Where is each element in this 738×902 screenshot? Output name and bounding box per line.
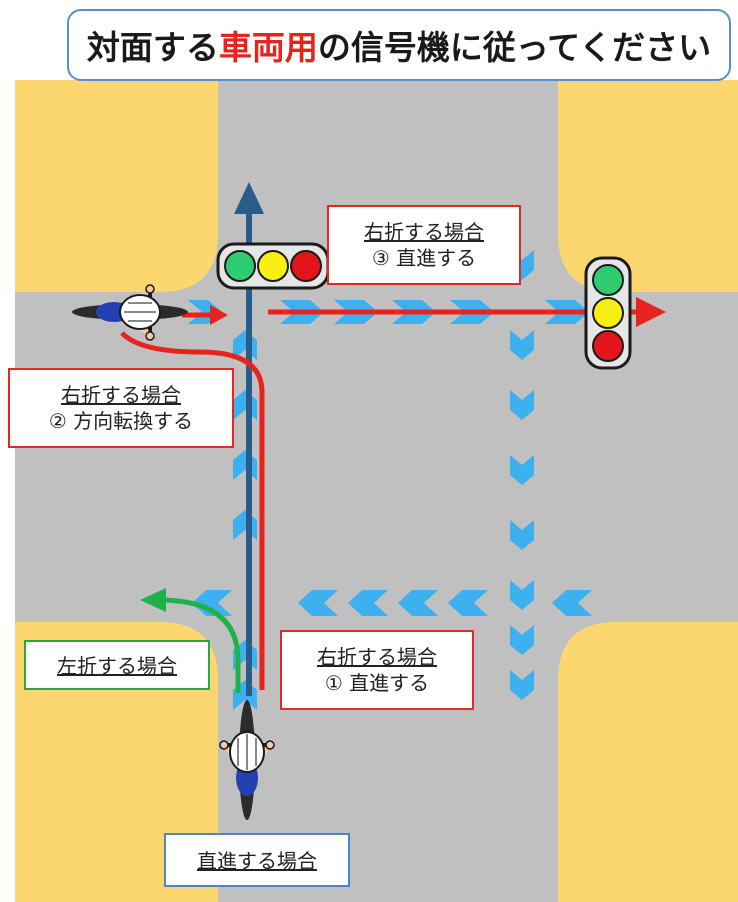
signal-h-yellow xyxy=(257,250,289,282)
label-left-turn-heading: 左折する場合 xyxy=(57,654,177,678)
signal-v-green xyxy=(592,264,624,296)
signal-horizontal xyxy=(216,242,330,290)
label-right-turn-1: 右折する場合 ① 直進する xyxy=(280,630,474,710)
page-title: 対面する車両用の信号機に従ってください xyxy=(67,9,731,81)
corner-top-left xyxy=(160,234,218,292)
cyclist-bottom-icon xyxy=(219,700,275,820)
left-turn-path xyxy=(163,597,241,693)
corner-top-right xyxy=(558,234,616,292)
label-right-turn-3-heading: 右折する場合 xyxy=(364,220,484,244)
title-before: 対面する xyxy=(86,28,219,67)
title-highlight: 車両用 xyxy=(218,28,318,67)
corner-bottom-left xyxy=(160,622,218,680)
label-left-turn: 左折する場合 xyxy=(24,640,210,690)
corner-bottom-right xyxy=(558,622,616,680)
signal-h-red xyxy=(290,250,322,282)
label-right-turn-3-step: ③ 直進する xyxy=(371,246,477,270)
right-turn-initial-arrowhead xyxy=(210,305,228,325)
label-straight-heading: 直進する場合 xyxy=(197,849,317,873)
chevrons-bottom-row xyxy=(192,590,592,616)
right-turn-path-step2 xyxy=(120,331,265,690)
label-right-turn-1-step: ① 直進する xyxy=(324,671,430,695)
label-right-turn-1-heading: 右折する場合 xyxy=(317,645,437,669)
label-right-turn-3: 右折する場合 ③ 直進する xyxy=(327,205,521,285)
signal-v-yellow xyxy=(592,297,624,329)
label-right-turn-2-step: ② 方向転換する xyxy=(48,409,194,433)
title-after: の信号機に従ってください xyxy=(317,28,712,67)
signal-vertical xyxy=(584,256,632,370)
right-turn-arrowhead xyxy=(636,297,666,327)
signal-h-green xyxy=(224,250,256,282)
straight-path-arrowhead xyxy=(234,182,264,214)
cyclist-left-icon xyxy=(72,284,188,341)
left-turn-arrowhead xyxy=(140,588,166,612)
label-right-turn-2: 右折する場合 ② 方向転換する xyxy=(8,368,234,448)
label-straight: 直進する場合 xyxy=(164,833,350,887)
signal-v-red xyxy=(592,330,624,362)
label-right-turn-2-heading: 右折する場合 xyxy=(61,383,181,407)
